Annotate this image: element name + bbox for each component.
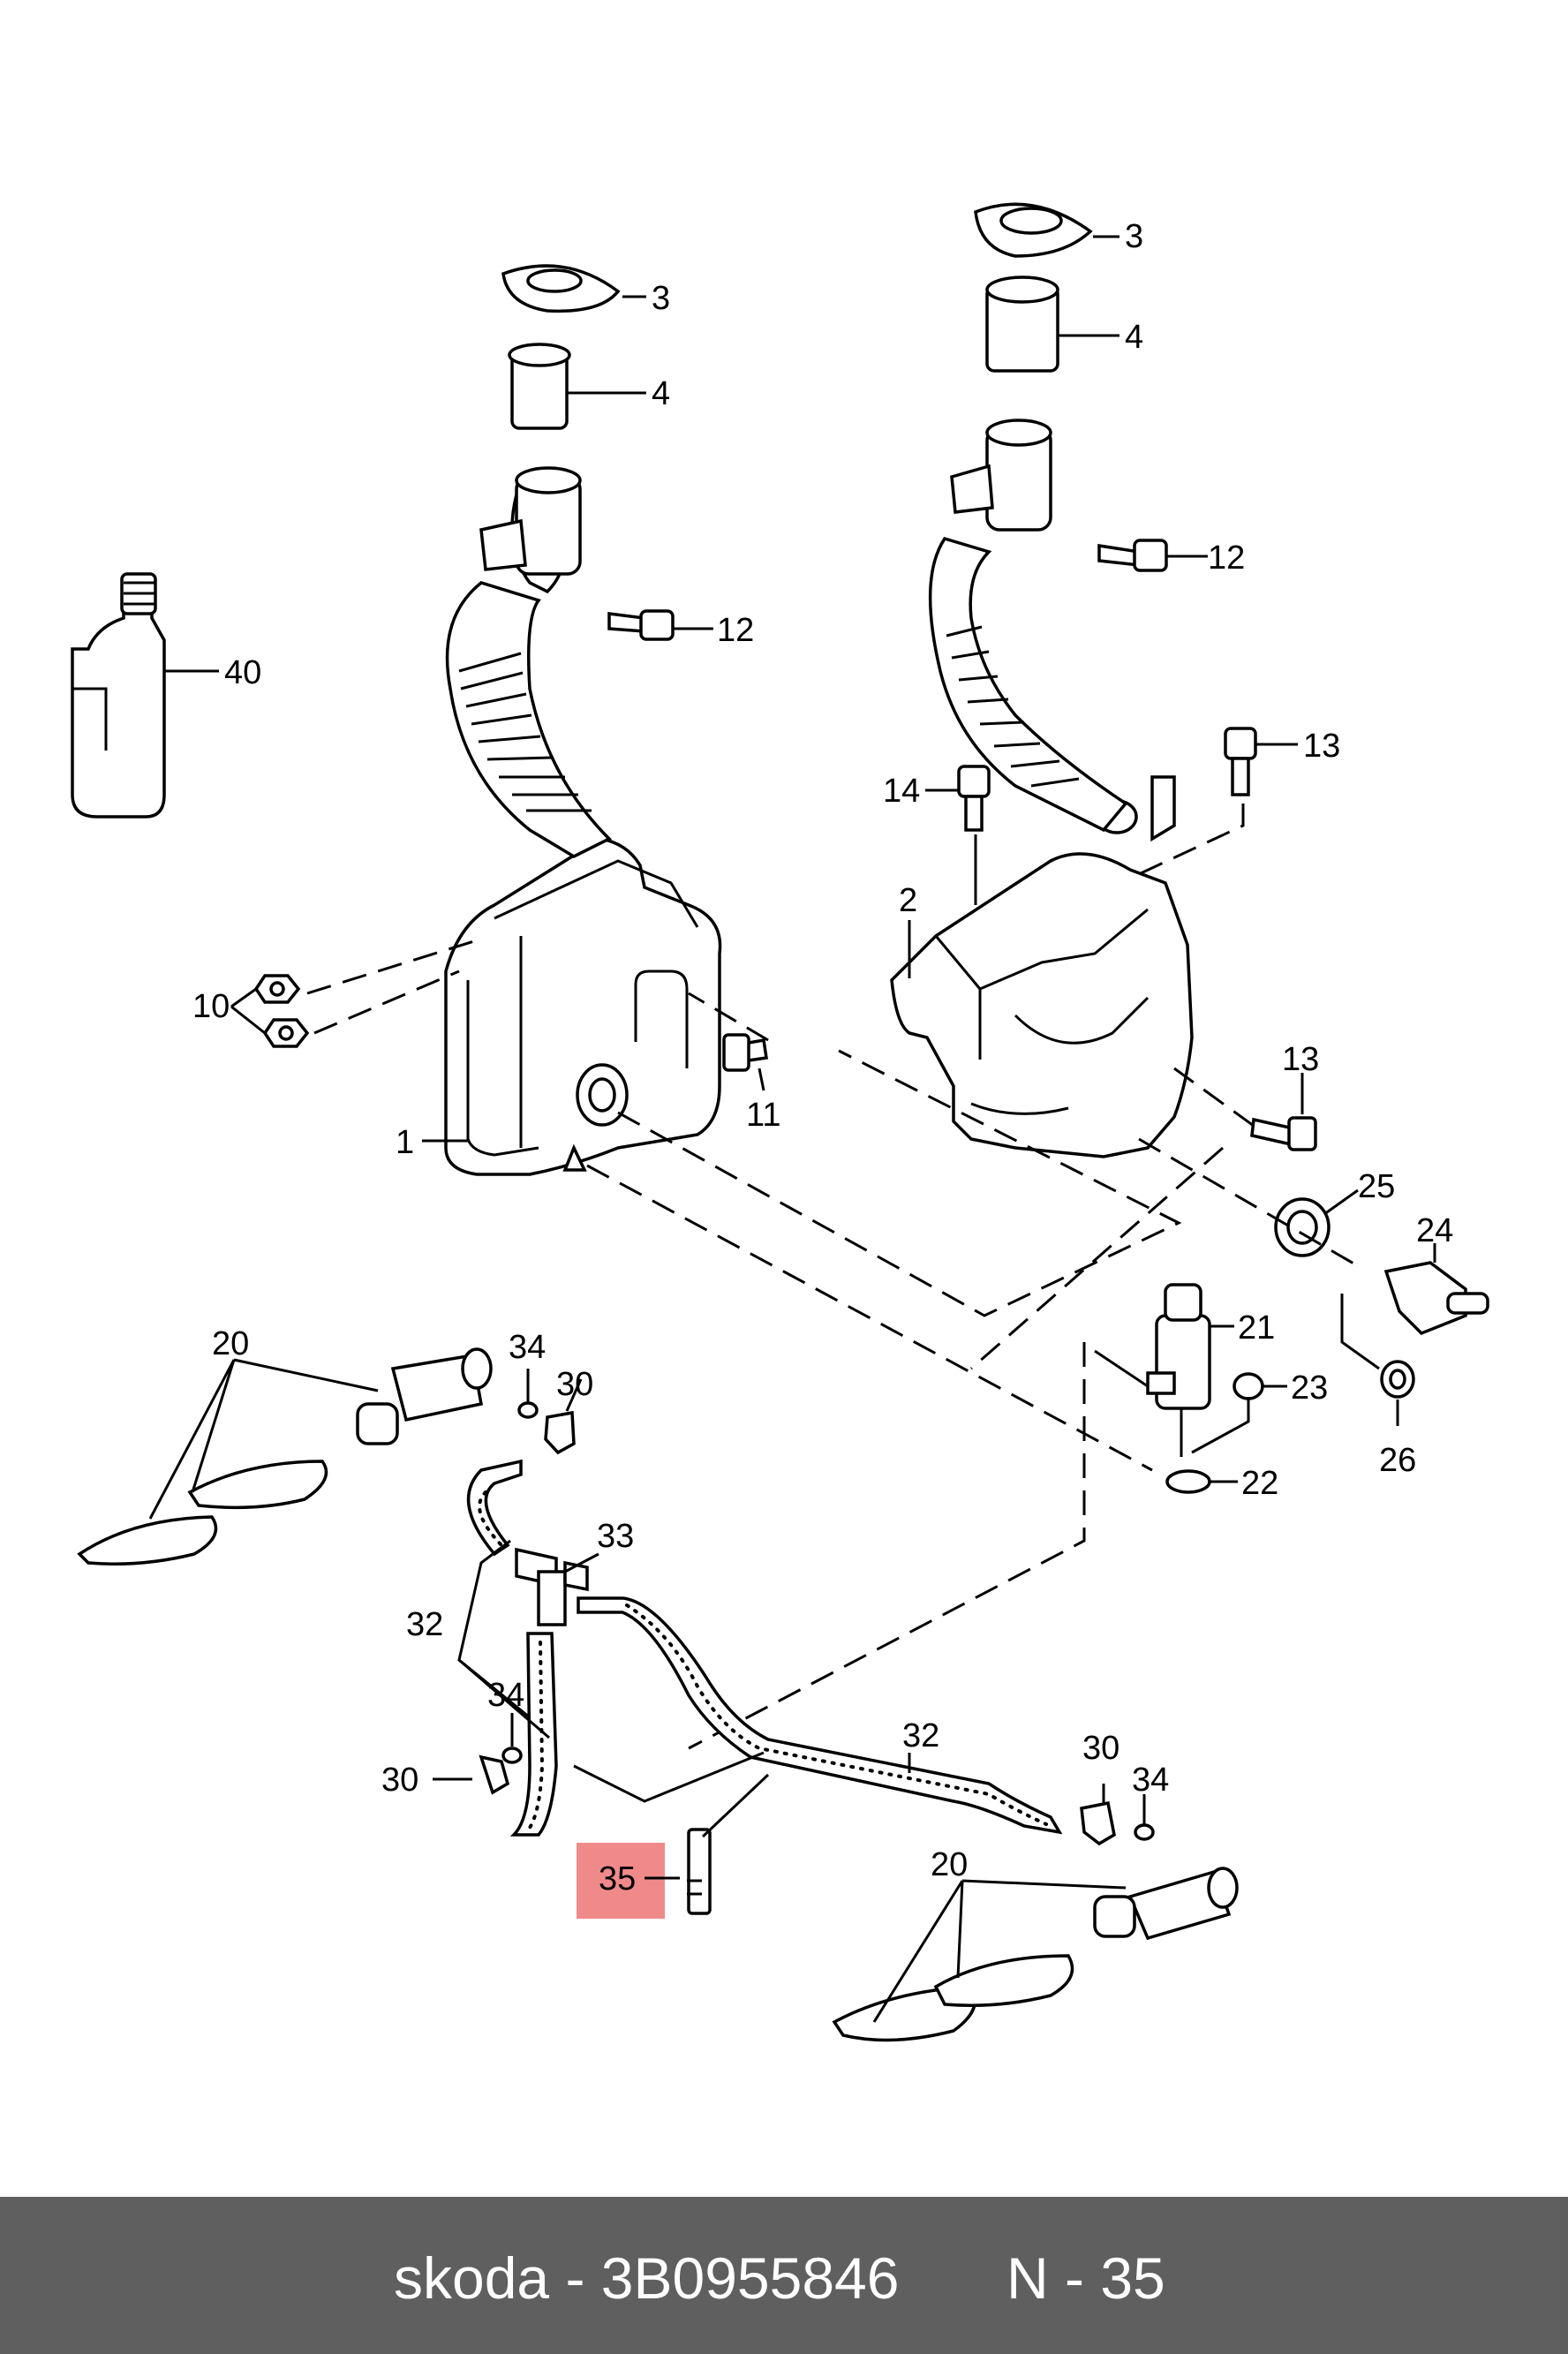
washer-reservoir-left	[444, 837, 722, 1176]
callout-11: 11	[746, 1097, 780, 1134]
callout-30-left: 30	[381, 1762, 418, 1799]
callout-30-top: 30	[556, 1366, 593, 1403]
hoses	[433, 1459, 1063, 1915]
callout-10: 10	[192, 988, 230, 1025]
callout-34-mid: 34	[487, 1677, 524, 1714]
headlamp-washer-left	[77, 1347, 583, 1566]
callout-26: 26	[1379, 1442, 1416, 1479]
callout-21: 21	[1238, 1309, 1275, 1347]
callout-labels: 3 4 12 40 10 11 1 3 4 12 13 14 2 13 25 2…	[192, 218, 1453, 1898]
callout-12-left: 12	[717, 612, 754, 649]
callout-33: 33	[597, 1518, 634, 1555]
callout-12-right: 12	[1208, 539, 1245, 577]
washer-pump	[1094, 1283, 1287, 1494]
callout-34-top: 34	[509, 1329, 546, 1366]
parts-diagram: 3 4 12 40 10 11 1 3 4 12 13 14 2 13 25 2…	[71, 202, 1489, 2042]
callout-3-left: 3	[652, 280, 670, 317]
bolts-left	[253, 609, 769, 1091]
callout-3-right: 3	[1125, 218, 1143, 255]
callout-13-bottom: 13	[1282, 1041, 1319, 1078]
callout-40: 40	[224, 654, 261, 691]
callout-22: 22	[1241, 1465, 1278, 1502]
callout-32-right: 32	[902, 1717, 939, 1754]
washer-fluid-bottle	[71, 572, 219, 819]
headlamp-washer-right	[832, 1784, 1239, 2042]
level-sensor	[1138, 1137, 1489, 1426]
callout-20-right: 20	[931, 1846, 968, 1883]
filler-neck-left	[445, 264, 621, 858]
washer-reservoir-right	[890, 775, 1194, 1158]
callout-23: 23	[1291, 1369, 1328, 1407]
callout-13-top: 13	[1303, 728, 1340, 765]
callout-20-left: 20	[212, 1325, 249, 1362]
callout-35: 35	[599, 1860, 636, 1898]
callout-2: 2	[899, 882, 917, 919]
callout-30-right: 30	[1082, 1730, 1119, 1767]
highlight-box-35	[577, 1843, 665, 1919]
brand-part-number: skoda - 3B0955846	[394, 2245, 900, 2311]
callout-24: 24	[1416, 1212, 1453, 1249]
callout-32-left: 32	[406, 1606, 443, 1643]
callout-34-right: 34	[1132, 1762, 1169, 1799]
callout-25: 25	[1358, 1168, 1395, 1205]
callout-4-left: 4	[652, 375, 670, 412]
assembly-lines	[586, 1049, 1224, 1750]
callout-4-right: 4	[1125, 319, 1143, 356]
filler-neck-right	[928, 202, 1128, 833]
caption-bar: skoda - 3B0955846 N - 35	[0, 2197, 1568, 2354]
callout-14: 14	[883, 773, 920, 810]
bolts-right	[925, 539, 1317, 1151]
callout-1: 1	[396, 1124, 414, 1161]
position-number: N - 35	[1006, 2245, 1165, 2311]
